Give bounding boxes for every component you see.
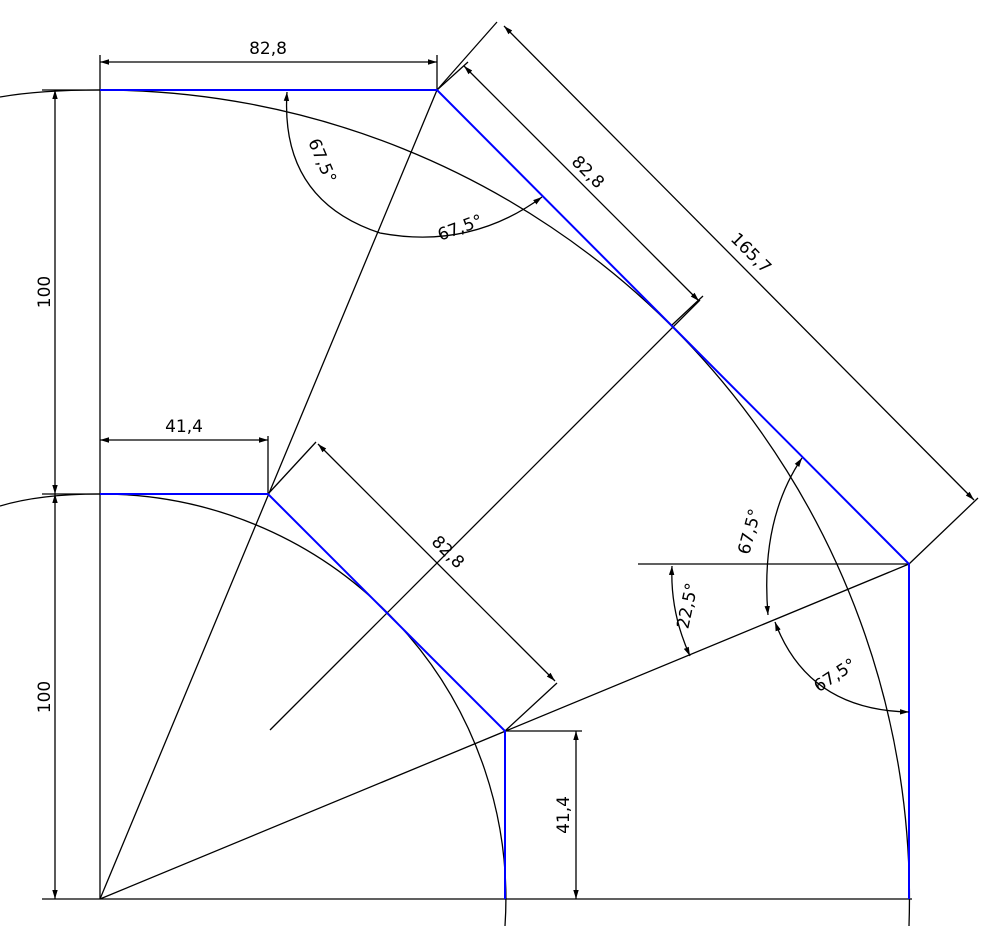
- label-angle-right-bottom: 67,5°: [810, 655, 860, 697]
- blue-polygon-edges: [100, 89, 910, 899]
- label-right-small: 41,4: [554, 796, 574, 834]
- angle-arc-right-top: [764, 457, 803, 616]
- black-construction-lines: [0, 21, 979, 926]
- label-outer-full: 165,7: [726, 229, 775, 278]
- ext-inner-1: [267, 441, 317, 495]
- angle-arc-top: [283, 91, 543, 238]
- ext-inner-2: [504, 682, 558, 732]
- outer-arc: [0, 89, 911, 926]
- label-left-upper: 100: [35, 276, 55, 308]
- label-left-lower: 100: [35, 681, 55, 713]
- label-top-width: 82,8: [249, 39, 287, 59]
- inner-diagonal-line: [269, 299, 701, 731]
- dim-outer-half: [463, 65, 700, 302]
- label-angle-top-b: 67,5°: [435, 211, 485, 246]
- label-angle-right-top: 67,5°: [735, 507, 766, 557]
- inner-arc: [0, 493, 507, 926]
- label-mid-width: 41,4: [165, 417, 203, 437]
- ext-half-top: [436, 61, 469, 91]
- angle-arc-right-bottom: [774, 621, 910, 715]
- dim-inner-diagonal: [317, 443, 556, 682]
- dimension-lines: [52, 25, 975, 899]
- ext-outer-1: [436, 21, 498, 91]
- ext-outer-2: [908, 497, 979, 565]
- label-outer-half: 82,8: [567, 152, 608, 193]
- angle-arc-small: [668, 565, 691, 657]
- dimension-labels: 82,8 41,4 82,8 165,7 82,8 100 100 41,4 6…: [35, 39, 860, 834]
- dim-outer-full: [503, 25, 975, 501]
- label-angle-top-a: 67,5°: [303, 136, 340, 186]
- label-angle-right-small: 22,5°: [674, 581, 703, 631]
